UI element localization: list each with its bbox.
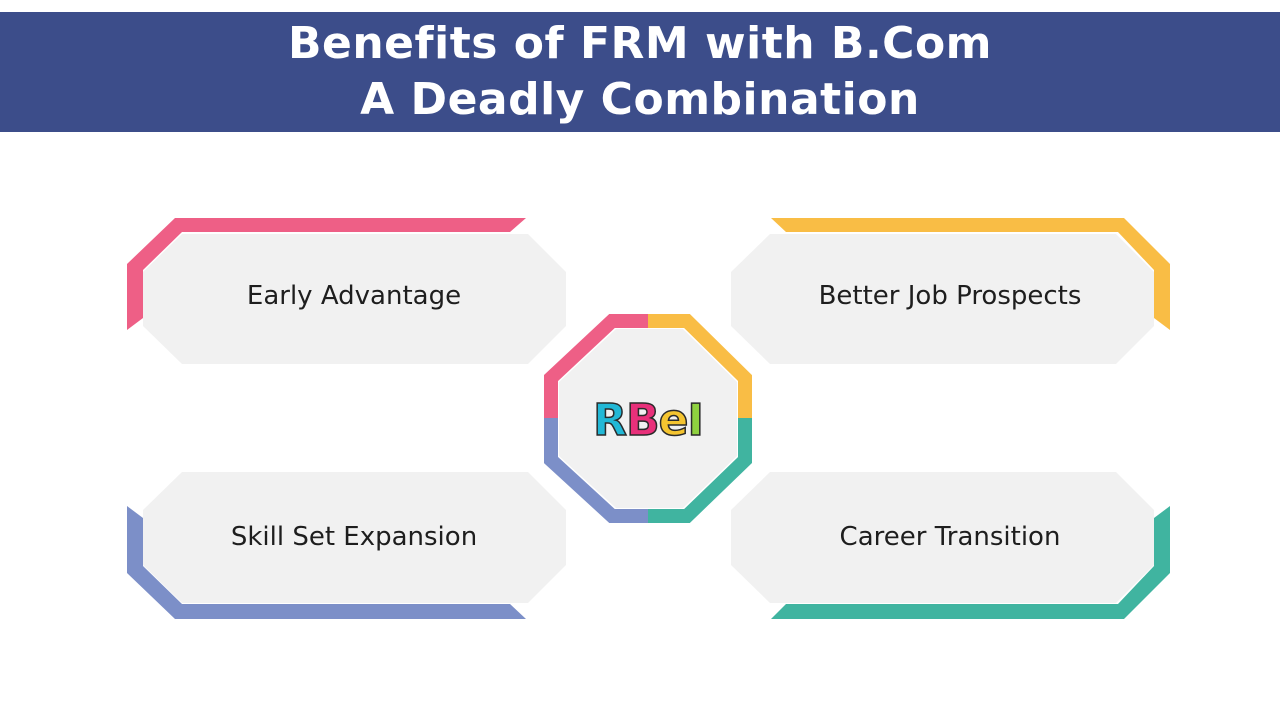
title-line-1: Benefits of FRM with B.Com (287, 18, 993, 69)
card-better-job-prospects-body (731, 234, 1154, 364)
title-banner: Benefits of FRM with B.Com A Deadly Comb… (0, 12, 1280, 132)
card-better-job-prospects-label: Better Job Prospects (818, 281, 1082, 311)
center-octagon-fill (559, 329, 737, 508)
card-skill-set-expansion-body (143, 472, 566, 603)
card-better-job-prospects-accent (771, 218, 1170, 330)
logo-letter-i: I (687, 394, 705, 447)
title-line-2: A Deadly Combination (360, 74, 920, 125)
card-early-advantage-body (143, 234, 566, 364)
card-skill-set-expansion-accent (127, 506, 526, 619)
card-career-transition-label: Career Transition (839, 522, 1061, 552)
card-early-advantage (127, 218, 566, 364)
card-early-advantage-label: Early Advantage (246, 281, 462, 311)
card-skill-set-expansion (127, 472, 566, 619)
card-skill-set-expansion-label: Skill Set Expansion (230, 522, 478, 552)
center-octagon (544, 314, 752, 523)
rbei-logo: R B e I (558, 392, 738, 448)
card-career-transition-body (731, 472, 1154, 603)
card-career-transition (731, 472, 1170, 619)
card-career-transition-accent (771, 506, 1170, 619)
logo-letter-e: e (658, 394, 689, 447)
logo-letter-r: R (592, 394, 627, 447)
center-octagon-ring (544, 314, 752, 523)
card-better-job-prospects (731, 218, 1170, 364)
card-early-advantage-accent (127, 218, 526, 330)
logo-letter-b: B (625, 394, 660, 447)
